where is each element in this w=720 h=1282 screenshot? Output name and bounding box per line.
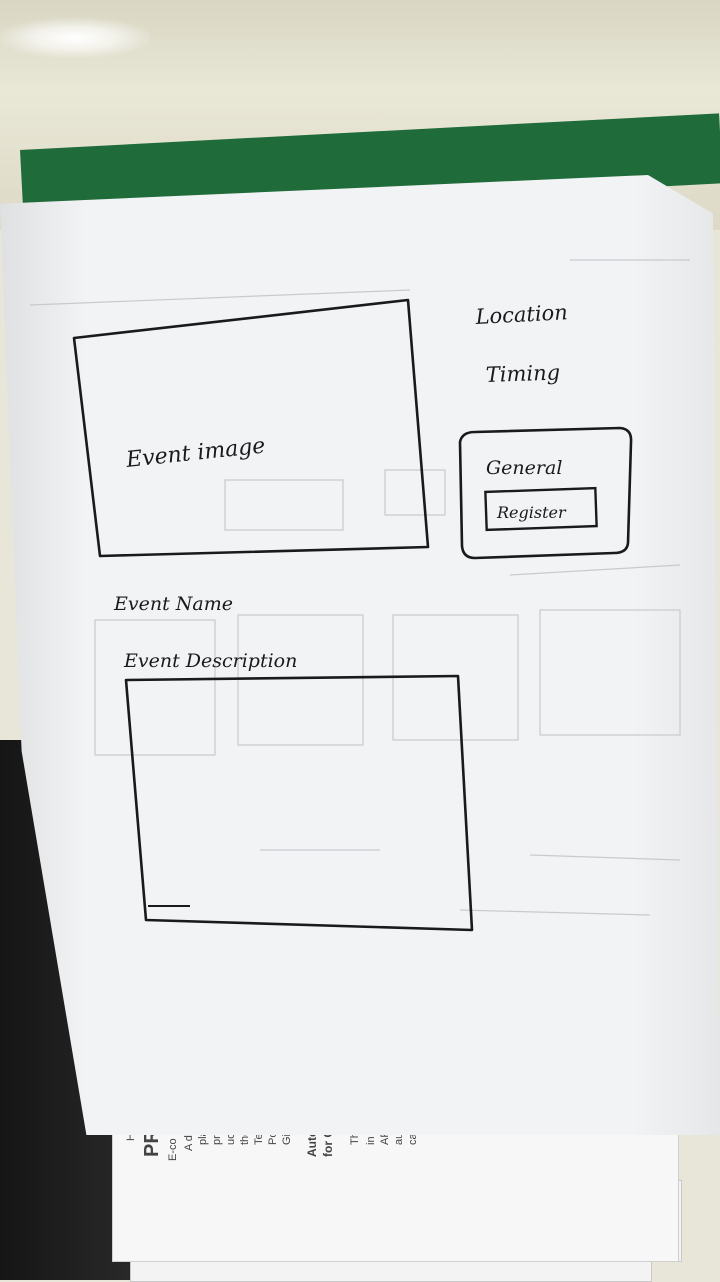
general-panel bbox=[458, 426, 633, 560]
event-image-label: Event image bbox=[124, 434, 266, 474]
ghost-line bbox=[459, 909, 651, 916]
ghost-card bbox=[94, 619, 216, 756]
ghost-box bbox=[384, 469, 446, 516]
printed-document-sheet: HT PR E-co A d pla pro uct the Tec Pos G… bbox=[112, 1110, 679, 1262]
timing-label: Timing bbox=[485, 360, 560, 387]
notebook-page bbox=[0, 175, 720, 1135]
register-button[interactable] bbox=[484, 486, 598, 532]
event-description-box bbox=[124, 674, 474, 932]
event-name-label: Event Name bbox=[113, 593, 233, 615]
ghost-card bbox=[237, 614, 364, 746]
ghost-line bbox=[29, 289, 411, 306]
ghost-box bbox=[224, 479, 344, 531]
general-label: General bbox=[486, 457, 562, 479]
ghost-card bbox=[539, 609, 681, 736]
location-label: Location bbox=[474, 300, 568, 329]
ghost-line bbox=[529, 854, 681, 861]
bleed-through-marks bbox=[29, 259, 690, 916]
event-description-label: Event Description bbox=[123, 650, 297, 672]
register-label: Register bbox=[496, 503, 567, 522]
event-image-box bbox=[72, 298, 430, 558]
ghost-line bbox=[509, 564, 681, 576]
light-glare bbox=[0, 18, 150, 58]
